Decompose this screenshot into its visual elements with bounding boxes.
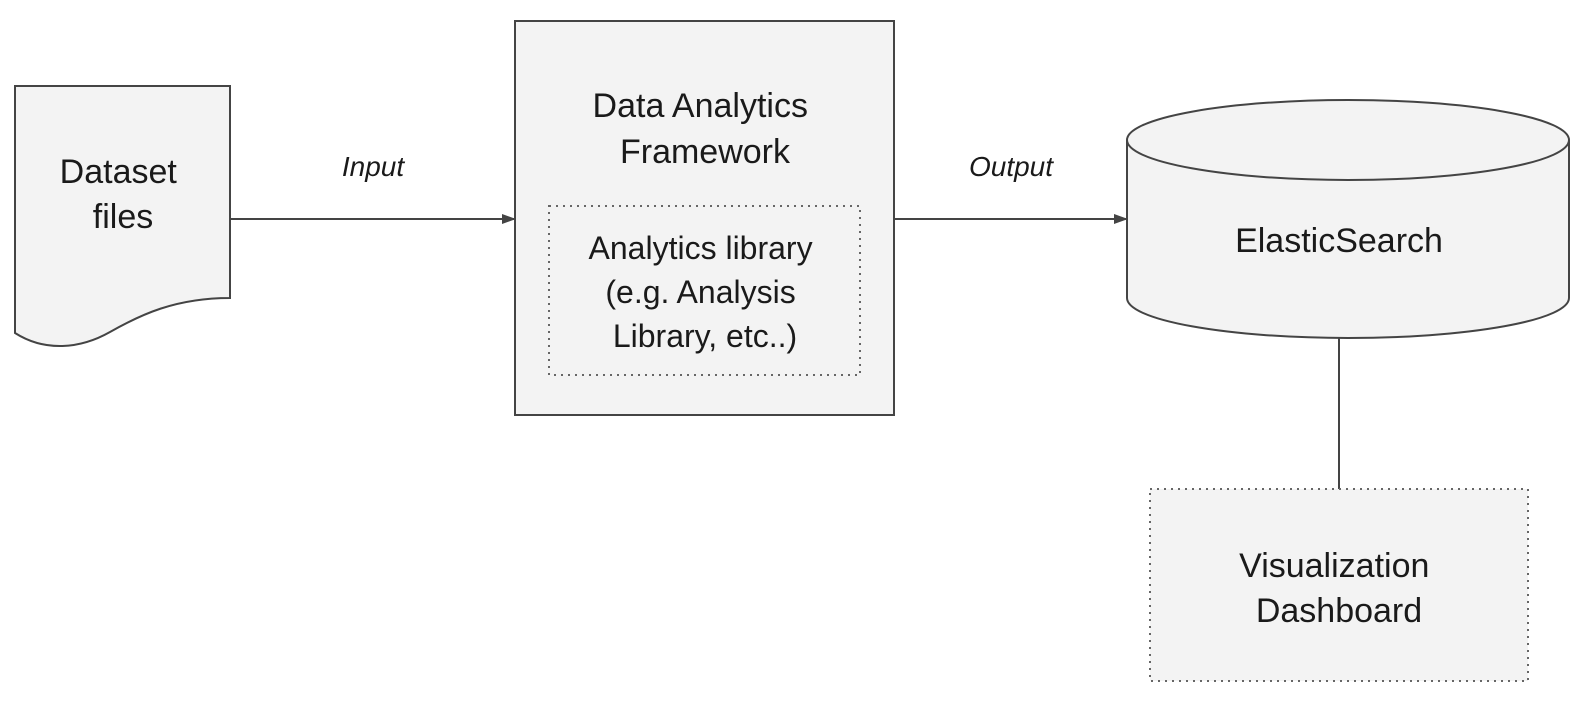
output-edge-label: Output — [969, 151, 1054, 182]
analytics-library-label: Analytics library (e.g. Analysis Library… — [589, 230, 822, 354]
analytics-library-box — [548, 205, 861, 376]
dataset-files-node: Dataset files — [14, 85, 231, 348]
analytics-library-line-3: Library, etc..) — [613, 318, 797, 354]
dashboard-line-1: Visualization — [1239, 547, 1429, 585]
dashboard-label: Visualization Dashboard — [1239, 547, 1439, 630]
input-edge: Input — [230, 151, 516, 224]
elasticsearch-node: ElasticSearch — [1126, 99, 1570, 339]
cylinder-body — [1126, 140, 1570, 339]
output-edge: Output — [894, 151, 1128, 224]
input-edge-label: Input — [342, 151, 405, 182]
framework-line-2: Framework — [620, 133, 791, 171]
dataset-files-label: Dataset files — [60, 153, 187, 236]
document-shape — [14, 85, 231, 348]
framework-line-1: Data Analytics — [593, 87, 808, 125]
analytics-library-line-2: (e.g. Analysis — [605, 274, 795, 310]
cylinder-top — [1126, 99, 1570, 181]
dashboard-line-2: Dashboard — [1256, 592, 1422, 630]
dashboard-box — [1149, 488, 1529, 682]
framework-label: Data Analytics Framework — [593, 87, 818, 171]
analytics-library-line-1: Analytics library — [589, 230, 813, 266]
dataset-files-line-2: files — [93, 198, 153, 236]
dashboard-node: Visualization Dashboard — [1149, 488, 1529, 682]
elasticsearch-label: ElasticSearch — [1235, 222, 1443, 260]
framework-node: Data Analytics Framework Analytics libra… — [514, 20, 895, 416]
dataset-files-line-1: Dataset — [60, 153, 178, 191]
